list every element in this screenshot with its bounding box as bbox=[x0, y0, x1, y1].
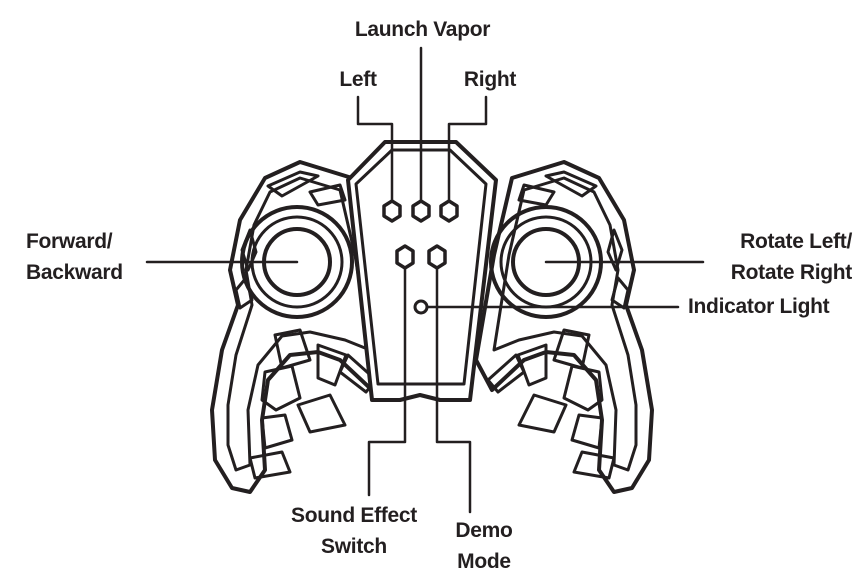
left-button[interactable] bbox=[382, 199, 402, 223]
right-callout-line bbox=[447, 95, 488, 203]
right-grip-panel bbox=[552, 328, 591, 370]
sound-effect-callout-line bbox=[367, 266, 407, 497]
forward-backward-line-2: Backward bbox=[26, 261, 123, 284]
left-bumper-slot-2 bbox=[308, 183, 347, 207]
right-side-slot-2 bbox=[610, 276, 630, 310]
left-label: Left bbox=[339, 68, 377, 91]
right-side-slot bbox=[606, 228, 624, 272]
left-grip-panel-7 bbox=[338, 353, 378, 394]
left-grip-panel bbox=[273, 328, 312, 370]
sound-effect-line-2: Switch bbox=[321, 535, 387, 558]
demo-mode-line-1: Demo bbox=[455, 519, 513, 542]
forward-backward-label: Forward/ Backward bbox=[26, 226, 156, 288]
right-grip-panel-6 bbox=[572, 450, 616, 480]
demo-mode-callout-line bbox=[435, 266, 472, 514]
right-bumper-slot-2 bbox=[517, 183, 556, 207]
sound-effect-line-1: Sound Effect bbox=[291, 504, 417, 527]
launch-vapor-button[interactable] bbox=[411, 199, 431, 223]
left-grip-panel-5 bbox=[260, 413, 294, 450]
right-label: Right bbox=[463, 68, 517, 91]
left-grip-panel-2 bbox=[316, 343, 348, 387]
right-button[interactable] bbox=[439, 199, 459, 223]
launch-vapor-label: Launch Vapor bbox=[354, 18, 491, 41]
indicator-light-label: Indicator Light bbox=[688, 295, 830, 318]
right-bumper-slot bbox=[544, 170, 598, 198]
right-grip-panel-5 bbox=[570, 413, 604, 450]
rotate-label: Rotate Left/ Rotate Right bbox=[700, 226, 853, 288]
left-side-slot-2 bbox=[234, 276, 254, 310]
forward-backward-line-1: Forward/ bbox=[26, 230, 113, 253]
rotate-line-1: Rotate Left/ bbox=[740, 230, 852, 253]
rotate-line-2: Rotate Right bbox=[730, 261, 853, 284]
left-grip-panel-6 bbox=[248, 450, 292, 480]
sound-effect-switch-label: Sound Effect Switch bbox=[280, 500, 428, 562]
left-grip-panel-3 bbox=[260, 364, 302, 412]
right-grip-panel-4 bbox=[517, 393, 568, 434]
right-grip-inner bbox=[492, 176, 638, 472]
demo-mode-label: Demo Mode bbox=[436, 515, 532, 577]
left-grip-panel-4 bbox=[296, 393, 347, 434]
demo-mode-line-2: Mode bbox=[457, 550, 511, 573]
right-grip-panel-7 bbox=[486, 353, 526, 394]
left-callout-line bbox=[356, 95, 394, 203]
left-grip-inner bbox=[226, 176, 372, 472]
right-grip-panel-2 bbox=[516, 343, 548, 387]
right-grip-panel-3 bbox=[562, 364, 604, 412]
left-bumper-slot bbox=[266, 170, 320, 198]
